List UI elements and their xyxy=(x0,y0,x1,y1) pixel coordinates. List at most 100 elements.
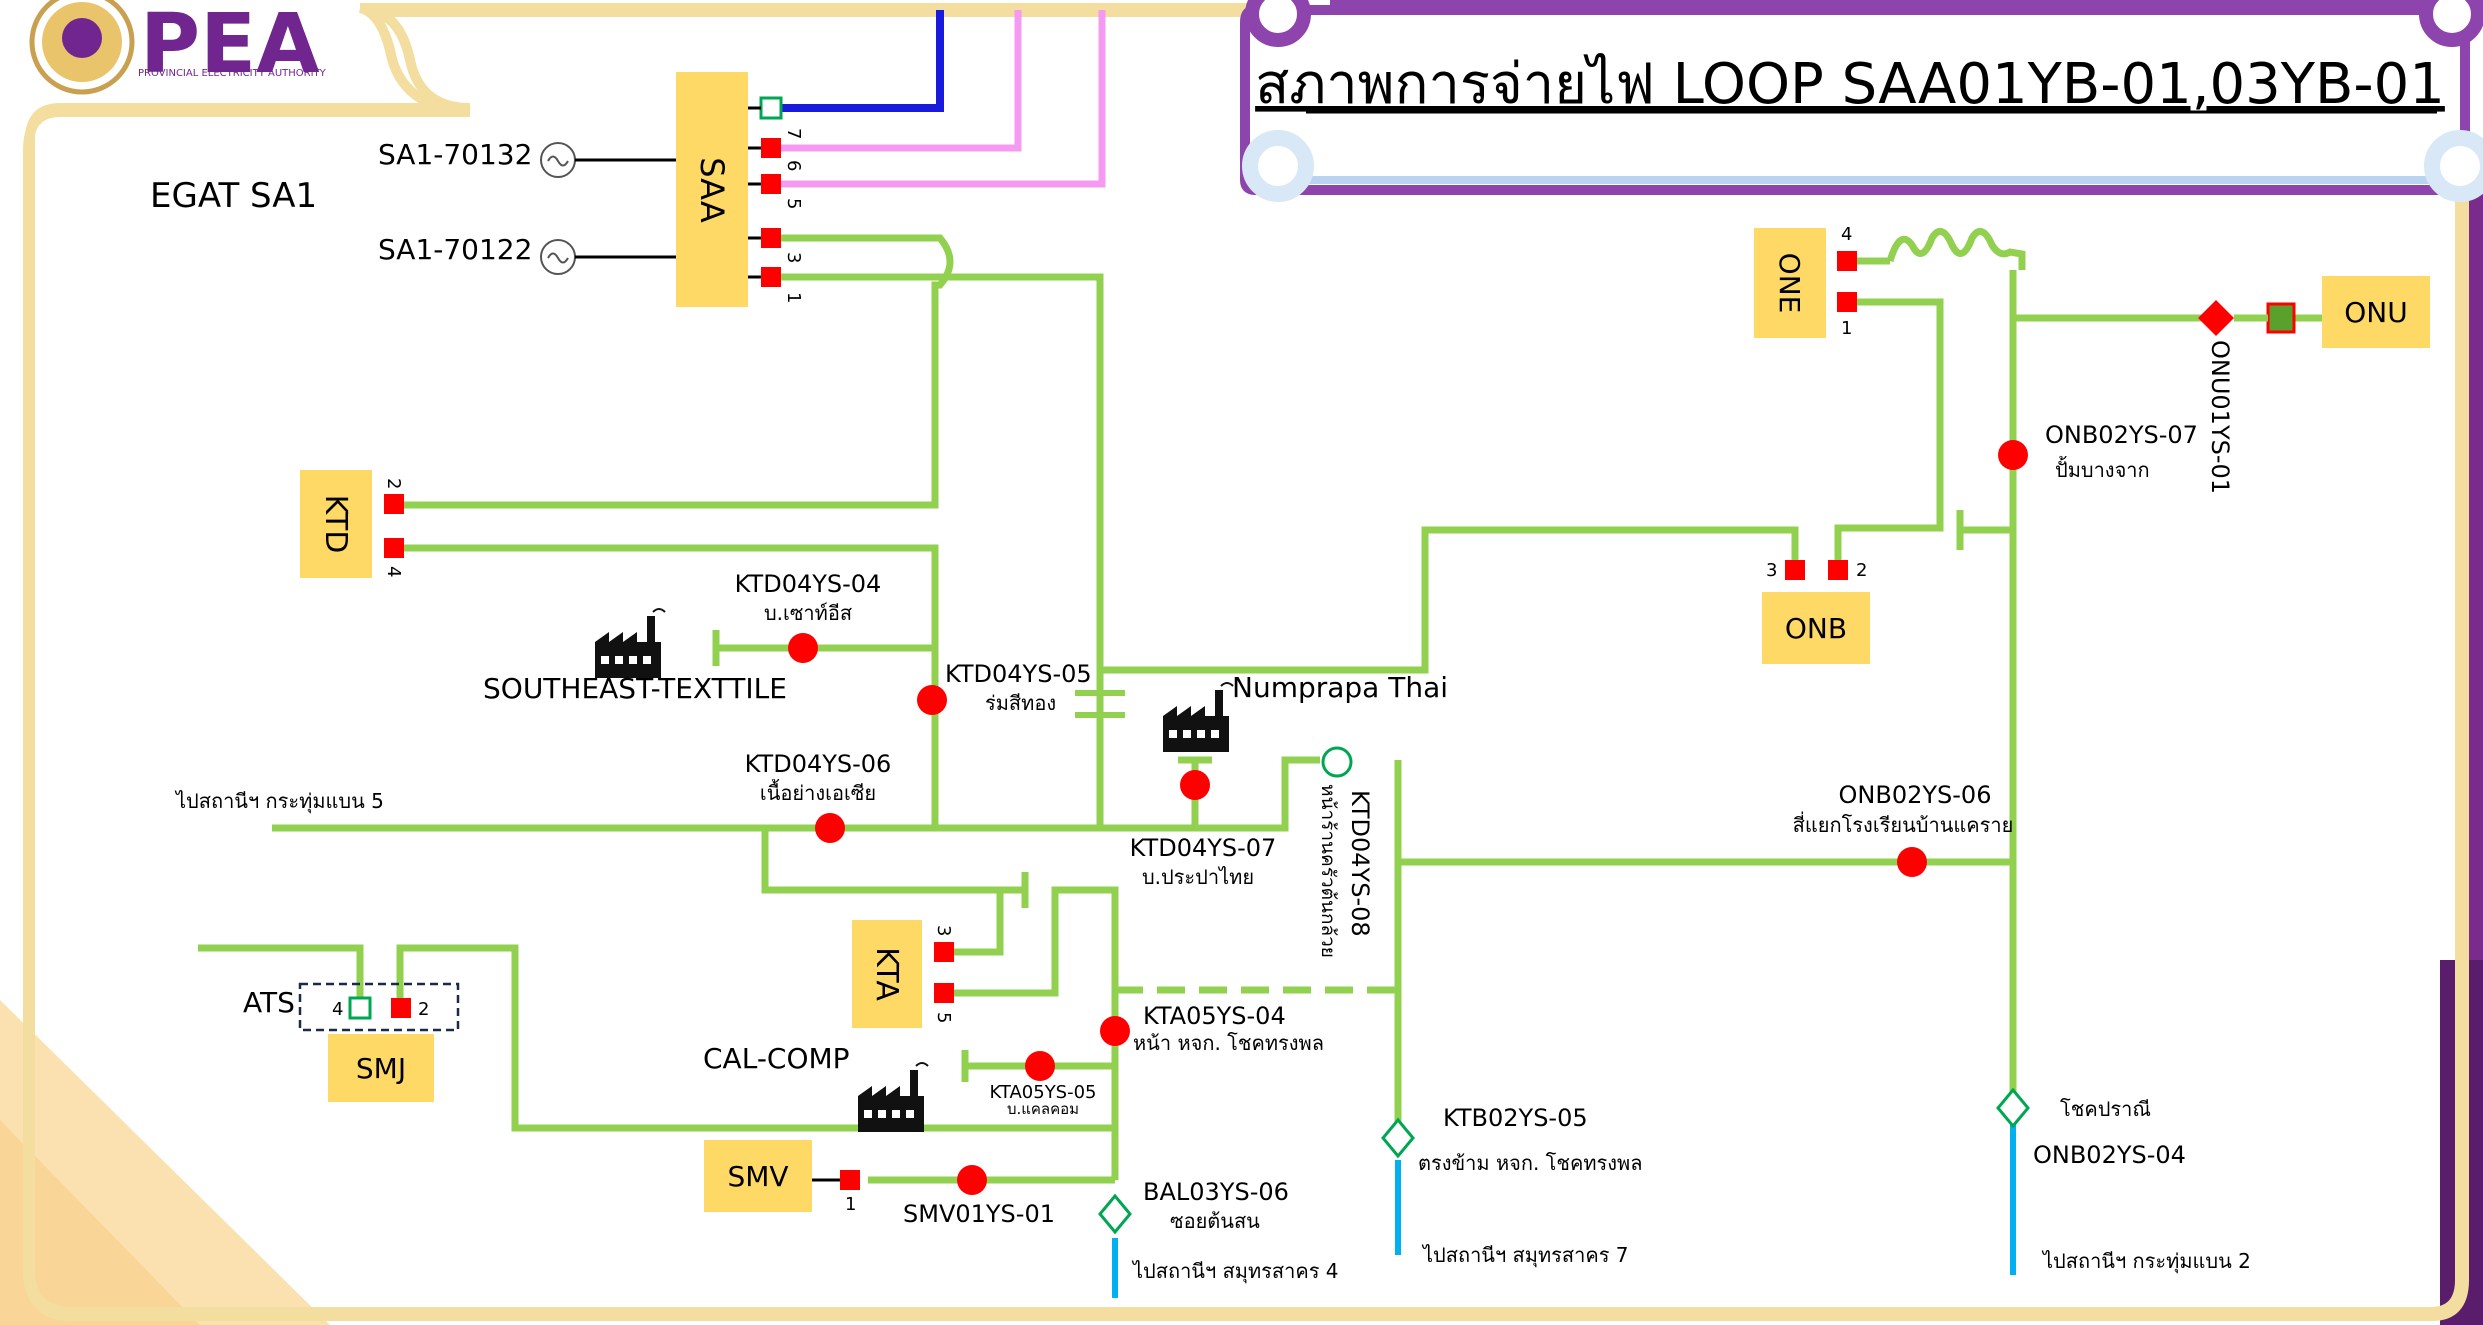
switch-onu-recloser[interactable] xyxy=(2266,302,2296,334)
switch-ktd04ys06[interactable] xyxy=(815,813,845,843)
destination-label: ไปสถานีฯ กระทุ่มแบน 5 xyxy=(174,789,384,814)
green-feeders xyxy=(198,228,2322,1184)
upper-feeders xyxy=(780,10,1106,188)
breaker-kta-3[interactable] xyxy=(934,942,954,962)
breaker-one-4[interactable] xyxy=(1837,251,1857,271)
switch-id: ONB02YS-06 xyxy=(1839,781,1992,809)
switch-onu01ys01[interactable] xyxy=(2198,300,2234,336)
customer-southeast: SOUTHEAST-TEXTTILE xyxy=(483,672,787,705)
switch-id: KTD04YS-08 xyxy=(1346,790,1374,937)
station-onu-label: ONU xyxy=(2344,296,2407,329)
destination-label: ไปสถานีฯ สมุทรสาคร 4 xyxy=(1131,1259,1339,1284)
title-ring-decoration xyxy=(1245,0,1311,47)
source-line-label: SA1-70122 xyxy=(378,233,532,266)
switch-place: ปั้มบางจาก xyxy=(2055,456,2150,482)
breaker-onb-2[interactable] xyxy=(1828,560,1848,580)
destination-label: ไปสถานีฯ กระทุ่มแบน 2 xyxy=(2041,1249,2251,1274)
ats-box: ATS xyxy=(243,982,460,1032)
switches xyxy=(788,300,2296,1235)
breaker-number: 7 xyxy=(783,128,804,139)
switch-id: KTB02YS-05 xyxy=(1443,1104,1588,1132)
breaker-number: 1 xyxy=(845,1194,856,1215)
breaker-saa-5[interactable] xyxy=(761,174,781,194)
breaker-numbers: 7 6 5 3 1 2 4 3 5 4 2 1 4 1 3 2 xyxy=(332,128,1867,1215)
switch-place: หน้าร้านครัวต้นกล้วย xyxy=(1317,784,1339,958)
breaker-smj-2[interactable] xyxy=(391,998,411,1018)
breaker-smj-4-open[interactable] xyxy=(348,996,372,1020)
switch-place: เนื้อย่างเอเซีย xyxy=(760,779,876,805)
switch-onb02ys07[interactable] xyxy=(1998,440,2028,470)
factory-icon xyxy=(1163,682,1234,752)
title-ring-decoration xyxy=(2419,0,2483,47)
switch-id: KTD04YS-06 xyxy=(745,750,892,778)
breaker-number: 2 xyxy=(1856,560,1867,581)
switch-id: BAL03YS-06 xyxy=(1143,1178,1289,1206)
station-kta[interactable] xyxy=(852,920,922,1028)
switch-ktb02ys05-open[interactable] xyxy=(1381,1117,1415,1159)
station-saa[interactable] xyxy=(676,72,748,307)
switch-place: บ.เซาท์อีส xyxy=(764,601,852,625)
station-saa-label: SAA xyxy=(693,157,731,223)
breaker-number: 2 xyxy=(383,478,404,489)
switch-place: บ.แคลคอม xyxy=(1007,1100,1079,1118)
switch-ktd04ys08-open[interactable] xyxy=(1321,746,1353,778)
switch-smv01ys01[interactable] xyxy=(957,1165,987,1195)
switch-place: หน้า หจก. โชคทรงพล xyxy=(1133,1031,1324,1055)
station-onu[interactable] xyxy=(2322,276,2430,348)
station-one[interactable] xyxy=(1754,228,1826,338)
customer-labels: SOUTHEAST-TEXTTILE Numprapa Thai CAL-COM… xyxy=(483,671,1448,1075)
switch-kta05ys04[interactable] xyxy=(1100,1016,1130,1046)
switch-ktd04ys04[interactable] xyxy=(788,633,818,663)
station-one-label: ONE xyxy=(1773,253,1806,314)
switch-onb02ys04-open[interactable] xyxy=(1996,1087,2030,1129)
breakers xyxy=(348,96,1857,1190)
logo-subtitle-visible: PROVINCIAL ELECTRICITY AUTHORITY xyxy=(138,68,327,79)
switch-id: KTA05YS-04 xyxy=(1143,1002,1286,1030)
customer-calcomp: CAL-COMP xyxy=(703,1042,850,1075)
station-smj-label: SMJ xyxy=(356,1052,406,1085)
factory-icon xyxy=(858,1062,929,1132)
station-smj[interactable] xyxy=(328,1034,434,1102)
switch-place: ร่มสีทอง xyxy=(985,691,1056,715)
switch-ktd04ys07[interactable] xyxy=(1180,770,1210,800)
stations: SAA KTD KTA SMJ SMV ONE ONB ONU xyxy=(300,72,2430,1212)
switch-id: ONU01YS-01 xyxy=(2206,340,2234,494)
breaker-saa-1[interactable] xyxy=(761,267,781,287)
switch-bal03ys06-open[interactable] xyxy=(1098,1193,1132,1235)
breaker-number: 4 xyxy=(332,999,343,1020)
station-onb[interactable] xyxy=(1762,592,1870,664)
breaker-number: 4 xyxy=(383,566,404,577)
switch-place: โชคปราณี xyxy=(2060,1097,2151,1121)
destination-label: ไปสถานีฯ สมุทรสาคร 7 xyxy=(1421,1243,1629,1268)
breaker-saa-3[interactable] xyxy=(761,228,781,248)
breaker-number: 1 xyxy=(1841,318,1852,339)
breaker-number: 3 xyxy=(1766,560,1777,581)
breaker-number: 1 xyxy=(783,292,804,303)
breaker-one-1[interactable] xyxy=(1837,292,1857,312)
switch-kta05ys05[interactable] xyxy=(1025,1051,1055,1081)
breaker-number: 6 xyxy=(783,160,804,171)
breaker-ktd-2[interactable] xyxy=(384,494,404,514)
breaker-saa-7-open[interactable] xyxy=(759,96,783,120)
breaker-number: 3 xyxy=(933,925,954,936)
pea-logo: PEA PROVINCIAL ELECTRICITY AUTHORITY PRO… xyxy=(29,0,327,95)
breaker-ktd-4[interactable] xyxy=(384,538,404,558)
station-smv[interactable] xyxy=(704,1140,812,1212)
capacitor-symbol xyxy=(1075,690,1125,718)
breaker-kta-5[interactable] xyxy=(934,983,954,1003)
switch-onb02ys06[interactable] xyxy=(1897,847,1927,877)
station-onb-label: ONB xyxy=(1785,612,1847,645)
breaker-saa-6[interactable] xyxy=(761,138,781,158)
outgoing-lines xyxy=(1112,1122,2016,1298)
logo-text: PEA xyxy=(140,0,320,92)
destination-labels: ไปสถานีฯ กระทุ่มแบน 5 ไปสถานีฯ สมุทรสาคร… xyxy=(174,789,2251,1284)
breaker-smv-1[interactable] xyxy=(840,1170,860,1190)
egat-label: EGAT SA1 xyxy=(150,176,317,216)
breaker-onb-3[interactable] xyxy=(1785,560,1805,580)
switch-id: ONB02YS-07 xyxy=(2045,421,2198,449)
switch-id: KTD04YS-05 xyxy=(945,660,1092,688)
switch-ktd04ys05[interactable] xyxy=(917,685,947,715)
station-ktd[interactable] xyxy=(300,470,372,578)
